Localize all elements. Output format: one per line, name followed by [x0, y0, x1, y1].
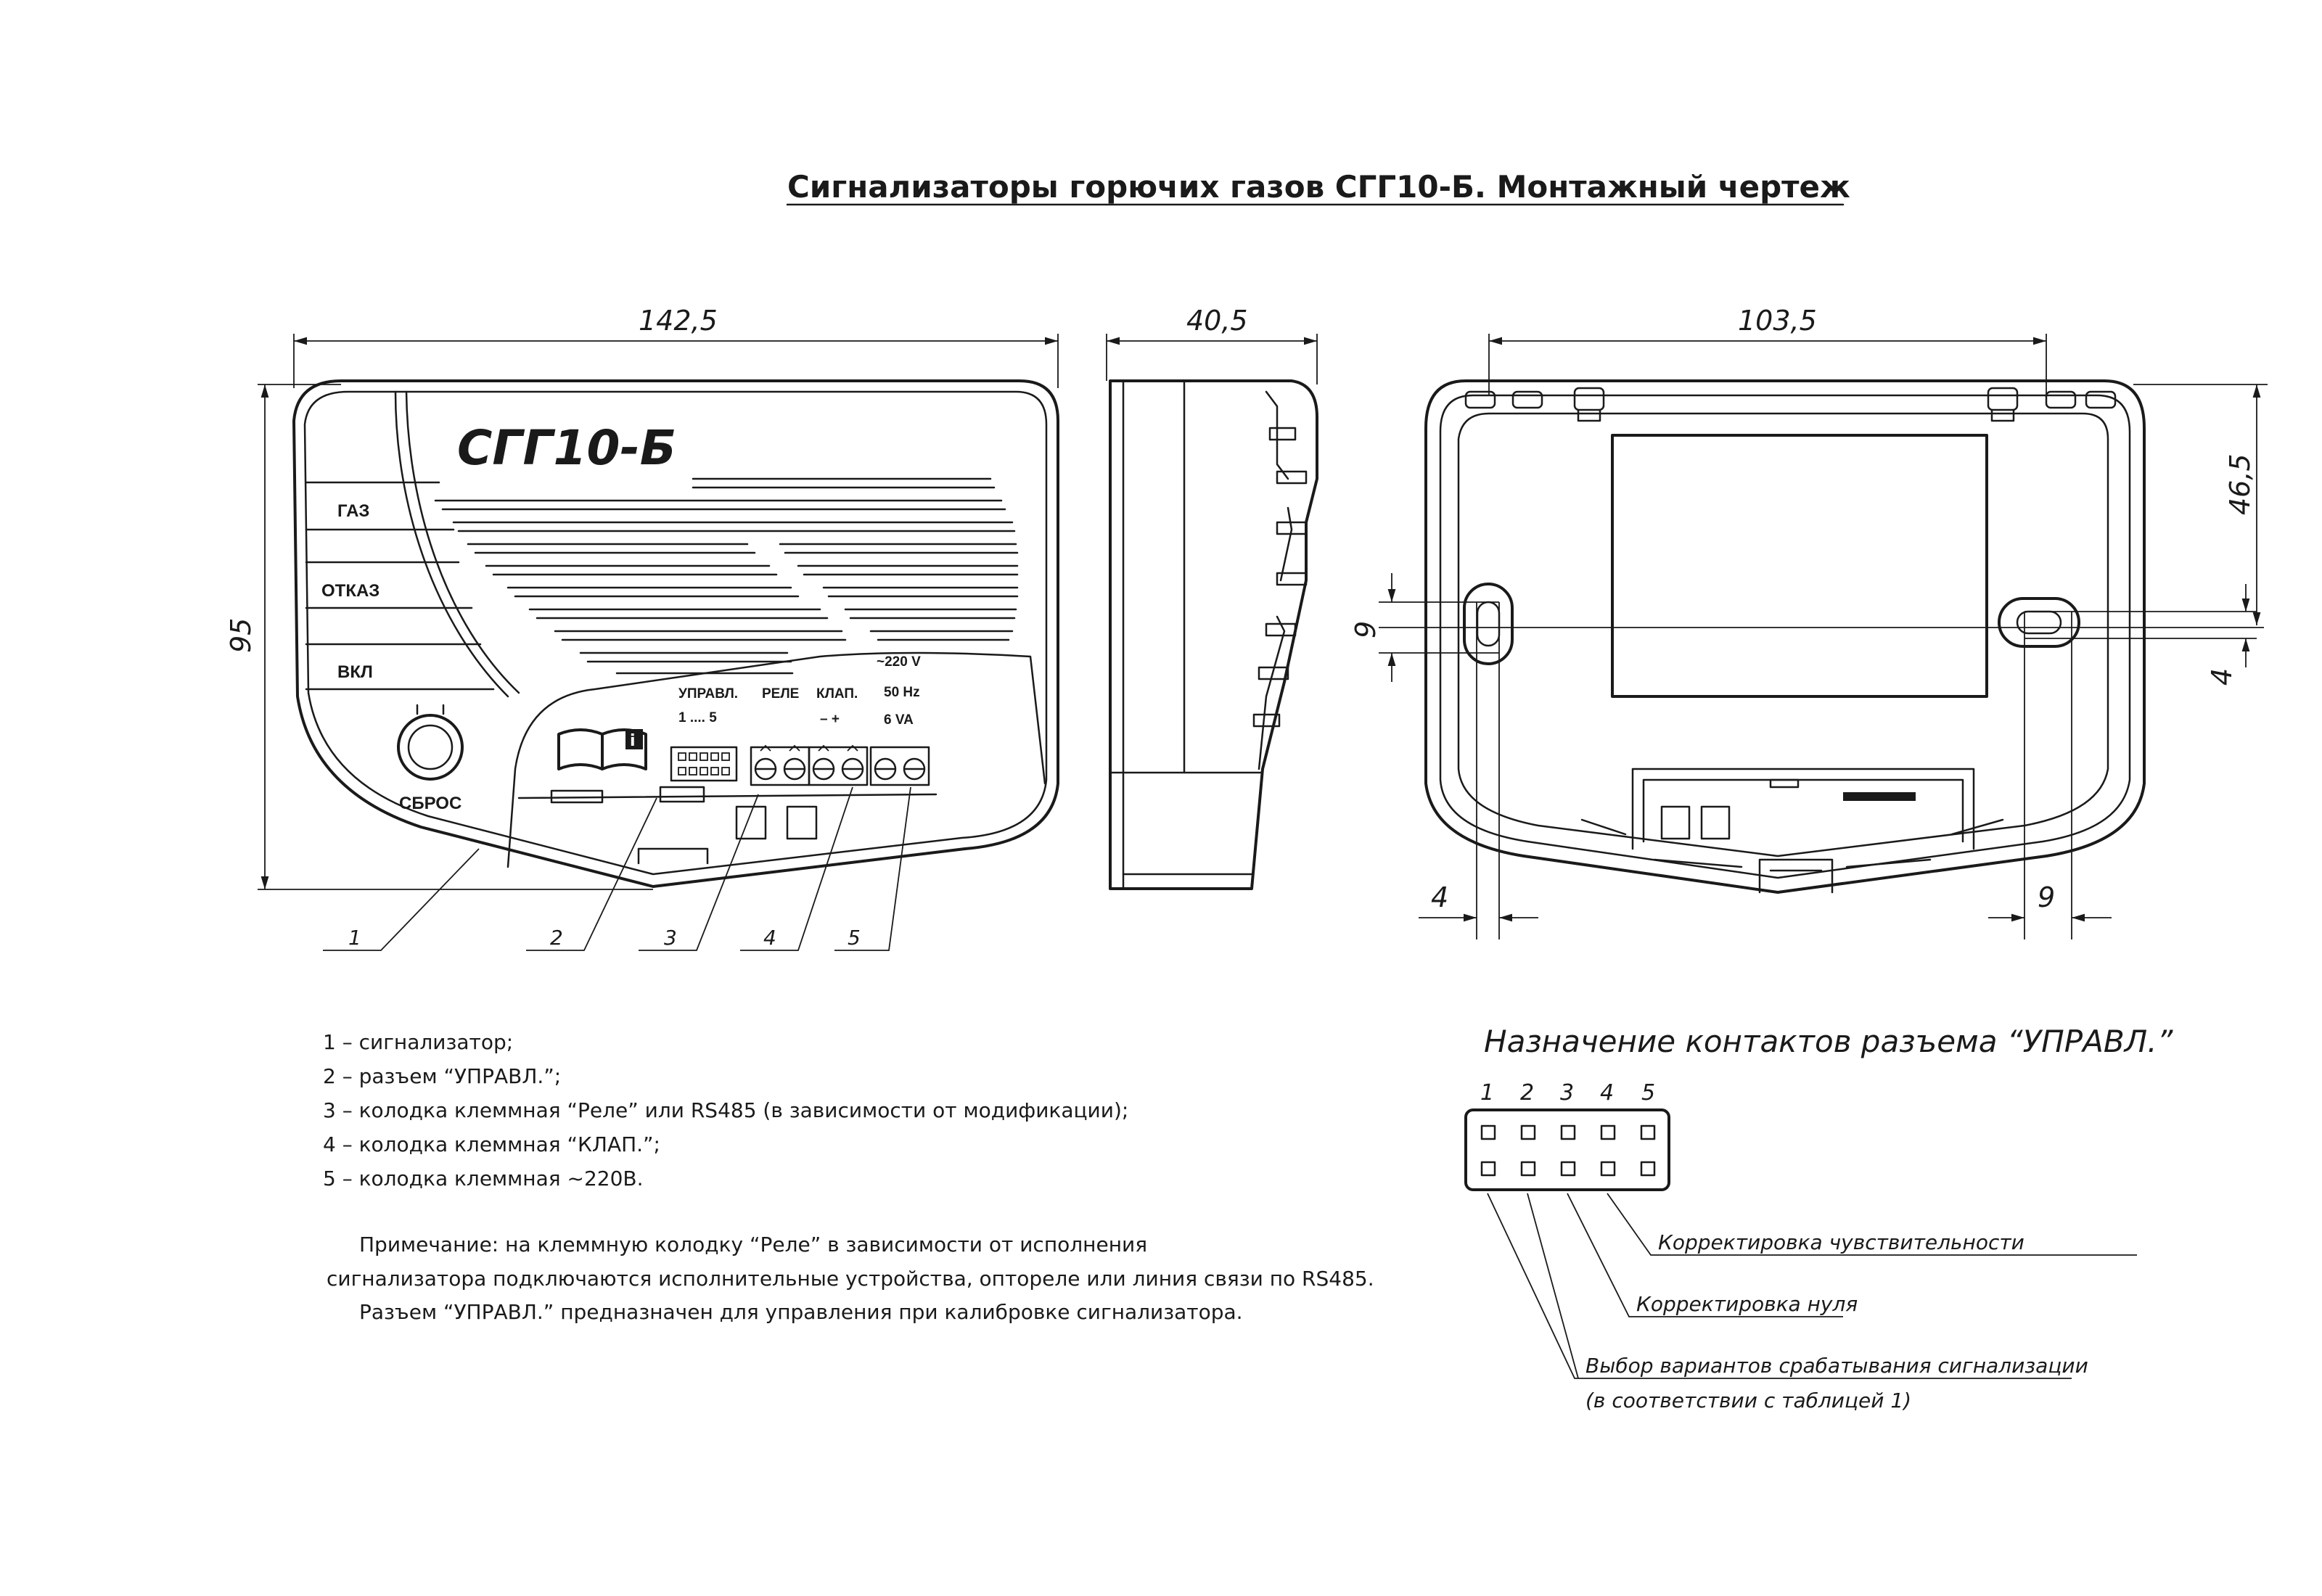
note-block: Примечание: на клеммную колодку “Реле” в… [327, 1233, 1374, 1324]
legend-item: 5 – колодка клеммная ~220В. [323, 1167, 644, 1190]
manual-book-icon: i [550, 728, 647, 804]
callout-3: 3 [664, 926, 677, 950]
front-width-dim: 142,5 [639, 305, 718, 337]
mount-slot-left-outer [1463, 583, 1514, 665]
back-cable-entry [1700, 805, 1731, 840]
pin-callout-table: (в соответствии с таблицей 1) [1585, 1389, 1911, 1412]
back-clips [1464, 387, 2117, 422]
callout-4: 4 [763, 926, 776, 950]
device-brand: СГГ10-Б [457, 420, 676, 476]
legend: 1 – сигнализатор; 2 – разъем “УПРАВЛ.”; … [323, 1030, 1128, 1190]
pin-number: 3 [1560, 1080, 1574, 1106]
page-title: Сигнализаторы горючих газов СГГ10-Б. Мон… [787, 169, 1850, 205]
pinout-diagram: Назначение контактов разъема “УПРАВЛ.” 1… [1464, 1024, 2174, 1412]
back-cable-entry [1660, 805, 1691, 840]
pin-number: 2 [1520, 1080, 1534, 1106]
front-housing-inner [303, 390, 1048, 876]
label-power-line3: 6 VA [884, 712, 914, 728]
reset-button-outer [397, 714, 464, 781]
terminal-block-rele [750, 744, 811, 786]
mount-slot-right-outer [1998, 597, 2080, 648]
callout-leaders [323, 786, 911, 951]
callout-1: 1 [348, 926, 361, 950]
vent-grill [434, 477, 1019, 675]
note-line: Примечание: на клеммную колодку “Реле” в… [359, 1233, 1147, 1256]
label-upravl-pins: 1 .... 5 [678, 710, 717, 725]
terminal-base-line [517, 793, 938, 799]
label-upravl: УПРАВЛ. [678, 686, 738, 702]
upravl-connector [659, 746, 738, 803]
back-bottom-lines [1580, 818, 2004, 836]
cable-entry [735, 805, 767, 840]
front-view: 142,5 95 ГАЗ ОТКАЗ ВКЛ СГГ10-Б [225, 305, 1059, 951]
bottom-right-dim: 9 [2038, 881, 2055, 913]
label-rele: РЕЛЕ [762, 686, 799, 702]
legend-item: 3 – колодка клеммная “Реле” или RS485 (в… [323, 1098, 1128, 1122]
pin-callout-sensitivity: Корректировка чувствительности [1658, 1230, 2024, 1254]
pin-number: 5 [1641, 1080, 1655, 1106]
side-view: 40,5 [1106, 305, 1318, 890]
callout-2: 2 [550, 926, 563, 950]
pinout-leaders [1487, 1193, 2137, 1379]
legend-item: 1 – сигнализатор; [323, 1030, 513, 1054]
indicator-on-label: ВКЛ [337, 662, 373, 682]
label-power-line1: ~220 V [877, 654, 921, 670]
back-terminal-recess [1631, 768, 1975, 850]
bottom-left-dim: 4 [1431, 881, 1448, 913]
pin-callout-zero: Корректировка нуля [1636, 1292, 1858, 1316]
cable-entry [786, 805, 818, 840]
back-bottom-lines [1653, 858, 1932, 868]
svg-text:i: i [630, 732, 636, 750]
terminal-compartment [506, 651, 1046, 868]
slot-dim-left: 9 [1350, 621, 1382, 638]
back-housing-inner [1439, 394, 2131, 879]
pinout-pins [1480, 1124, 1656, 1177]
reset-label: СБРОС [399, 794, 461, 813]
pin-number: 1 [1480, 1080, 1494, 1106]
back-view: 103,5 46,5 [1350, 305, 2268, 939]
back-small-slot [1769, 778, 1800, 789]
face-curve [394, 390, 509, 698]
label-klap: КЛАП. [816, 686, 858, 702]
back-right-dim: 46,5 [2224, 453, 2256, 515]
back-housing-rim [1457, 412, 2109, 857]
terminal-block-power [869, 746, 930, 786]
mount-slot-left-inner [1476, 601, 1501, 647]
back-width-dim: 103,5 [1738, 305, 1817, 337]
front-height-dim: 95 [225, 618, 257, 653]
note-line: Разъем “УПРАВЛ.” предназначен для управл… [359, 1300, 1243, 1324]
bottom-tab [637, 847, 709, 865]
front-housing-outer [292, 379, 1059, 888]
terminal-block-klap [808, 744, 869, 786]
indicator-gas-label: ГАЗ [337, 501, 369, 521]
back-housing-outer [1424, 379, 2146, 894]
side-grill [1252, 427, 1308, 728]
pin-callout-mode: Выбор вариантов срабатывания сигнализаци… [1585, 1354, 2088, 1378]
reset-button-inner [407, 724, 454, 770]
reset-button-tabs [416, 704, 445, 715]
pin-number: 4 [1600, 1080, 1614, 1106]
back-display-window [1611, 434, 1988, 698]
callout-5: 5 [848, 926, 861, 950]
slot-dim-right: 4 [2206, 668, 2238, 686]
pinout-heading: Назначение контактов разъема “УПРАВЛ.” [1484, 1024, 2174, 1059]
note-line: сигнализатора подключаются исполнительны… [327, 1267, 1374, 1291]
back-bottom-tab [1758, 858, 1834, 894]
label-power-line2: 50 Hz [884, 685, 920, 700]
legend-item: 2 – разъем “УПРАВЛ.”; [323, 1064, 561, 1088]
label-klap-polarity: – + [820, 712, 840, 727]
mount-slot-right-inner [2016, 610, 2062, 635]
indicator-fault-label: ОТКАЗ [321, 581, 380, 601]
side-depth-dim: 40,5 [1186, 305, 1248, 337]
back-label-bar [1843, 792, 1916, 801]
back-terminal-recess-inner [1642, 778, 1964, 843]
legend-item: 4 – колодка клеммная “КЛАП.”; [323, 1132, 660, 1156]
pinout-connector-body [1464, 1108, 1670, 1191]
face-curve [405, 390, 520, 694]
